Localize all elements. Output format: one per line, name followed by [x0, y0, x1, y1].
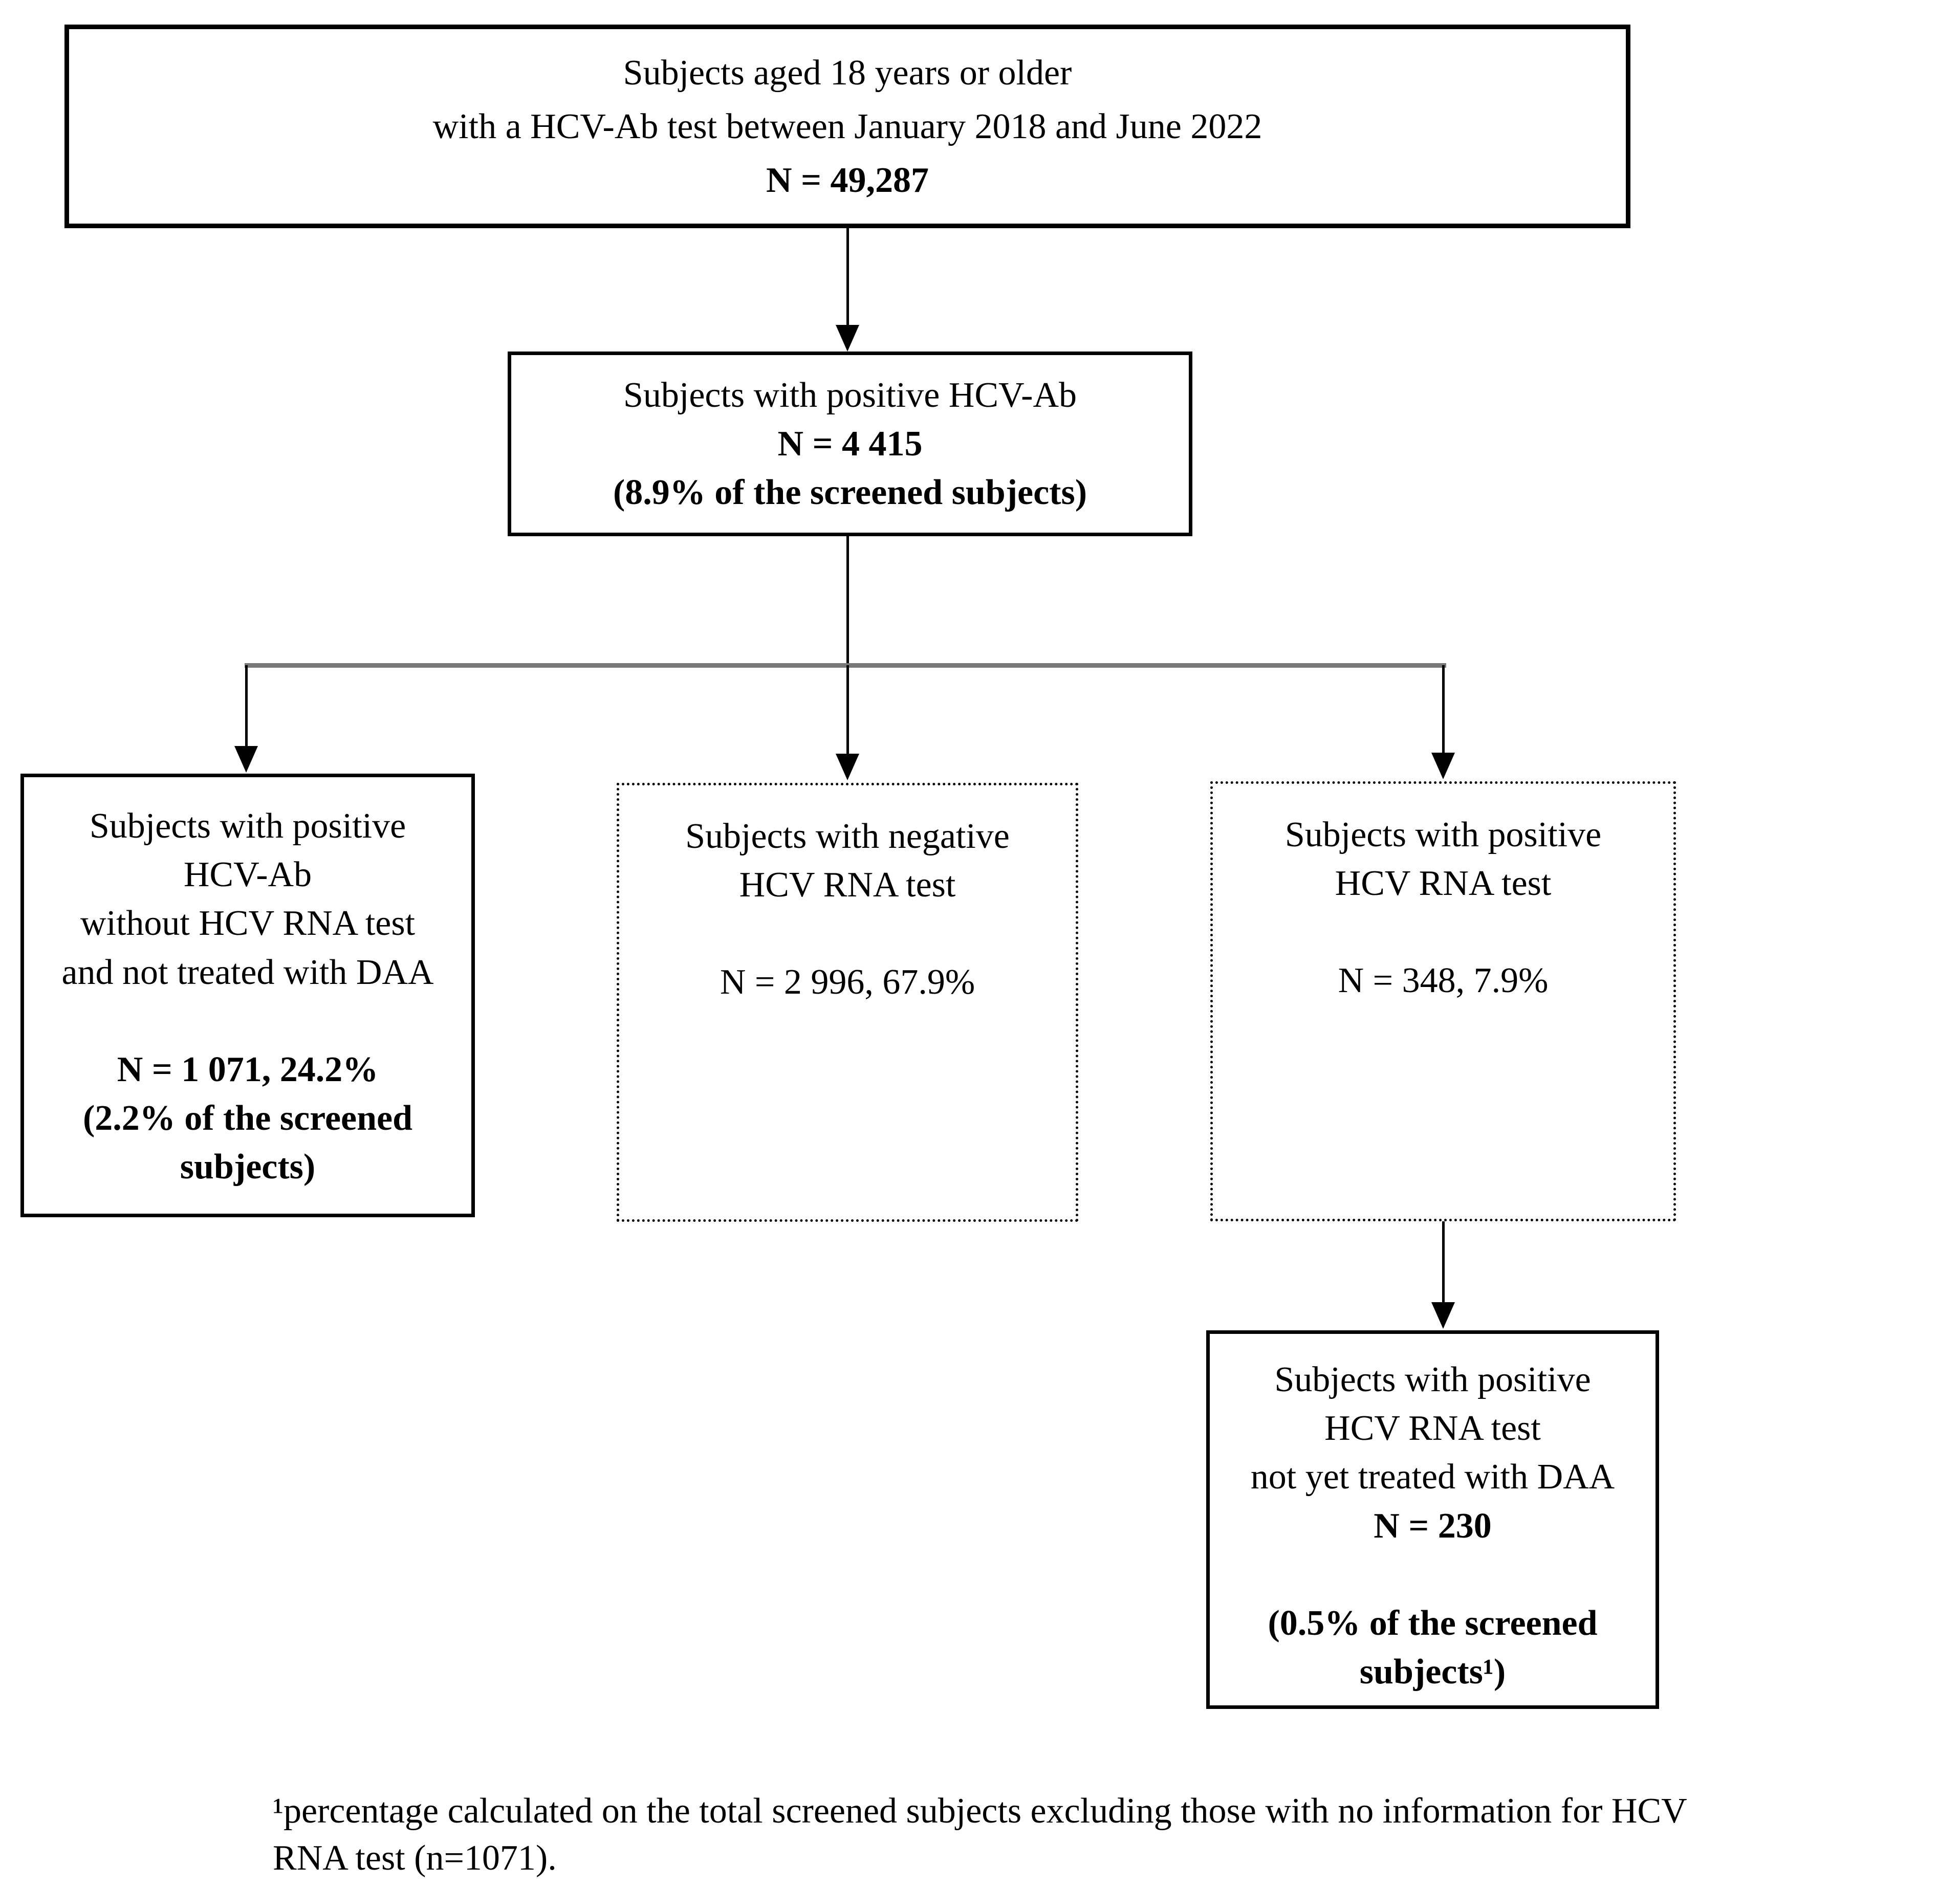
- box-pct-value: subjects¹): [1359, 1652, 1506, 1692]
- connector-screened-to-positive: [846, 228, 849, 325]
- box-n-value: N = 230: [1374, 1506, 1492, 1546]
- box-positive-rna-not-yet-treated: Subjects with positive HCV RNA test not …: [1206, 1330, 1659, 1709]
- box-title-line: Subjects with positive: [1274, 1360, 1591, 1399]
- box-title-line: Subjects with negative: [685, 817, 1010, 856]
- footnote-line: ¹percentage calculated on the total scre…: [273, 1791, 1687, 1831]
- box-title-line: HCV-Ab: [183, 855, 312, 895]
- box-n-value: N = 49,287: [766, 160, 929, 200]
- connector-positive-to-branch: [846, 536, 849, 665]
- footnote: ¹percentage calculated on the total scre…: [273, 1788, 1960, 1882]
- box-n-value: N = 2 996, 67.9%: [720, 962, 975, 1002]
- footnote-line: RNA test (n=1071).: [273, 1838, 557, 1878]
- box-title-line: Subjects with positive HCV-Ab: [623, 375, 1077, 415]
- box-title-line: Subjects with positive: [89, 806, 406, 846]
- arrowhead-down: [1431, 1302, 1455, 1329]
- arrowhead-down: [234, 746, 258, 773]
- connector-branch-to-positive-rna: [1442, 665, 1445, 754]
- box-pct-value: (8.9% of the screened subjects): [613, 473, 1087, 513]
- connector-positive-rna-to-not-treated: [1442, 1221, 1445, 1303]
- arrowhead-down: [1431, 753, 1455, 779]
- branch-line: [245, 663, 1446, 668]
- box-positive-ab-without-rna-test: Subjects with positive HCV-Ab without HC…: [20, 774, 475, 1217]
- box-negative-rna-test: Subjects with negative HCV RNA test N = …: [617, 783, 1078, 1222]
- arrowhead-down: [836, 325, 859, 352]
- box-screened-subjects: Subjects aged 18 years or older with a H…: [64, 25, 1630, 228]
- box-pct-value: (2.2% of the screened: [82, 1098, 413, 1138]
- box-pct-value: (0.5% of the screened: [1268, 1603, 1598, 1643]
- box-n-value: N = 4 415: [777, 424, 923, 464]
- box-title-line: with a HCV-Ab test between January 2018 …: [432, 106, 1262, 146]
- box-positive-rna-test: Subjects with positive HCV RNA test N = …: [1210, 781, 1676, 1221]
- box-n-value: N = 1 071, 24.2%: [117, 1049, 379, 1089]
- box-title-line: Subjects with positive: [1284, 815, 1602, 854]
- box-title-line: not yet treated with DAA: [1250, 1457, 1615, 1497]
- box-title-line: and not treated with DAA: [61, 952, 434, 992]
- box-pct-value: subjects): [180, 1147, 316, 1187]
- connector-branch-to-negative-rna: [846, 665, 849, 755]
- box-positive-hcv-ab: Subjects with positive HCV-Ab N = 4 415 …: [508, 352, 1192, 536]
- connector-branch-to-no-rna: [245, 665, 248, 748]
- box-title-line: HCV RNA test: [1324, 1409, 1541, 1449]
- box-title-line: without HCV RNA test: [80, 904, 416, 944]
- box-title-line: HCV RNA test: [739, 865, 956, 905]
- box-title-line: HCV RNA test: [1335, 864, 1552, 904]
- box-n-value: N = 348, 7.9%: [1338, 961, 1549, 1001]
- box-title-line: Subjects aged 18 years or older: [623, 53, 1072, 93]
- arrowhead-down: [836, 754, 859, 780]
